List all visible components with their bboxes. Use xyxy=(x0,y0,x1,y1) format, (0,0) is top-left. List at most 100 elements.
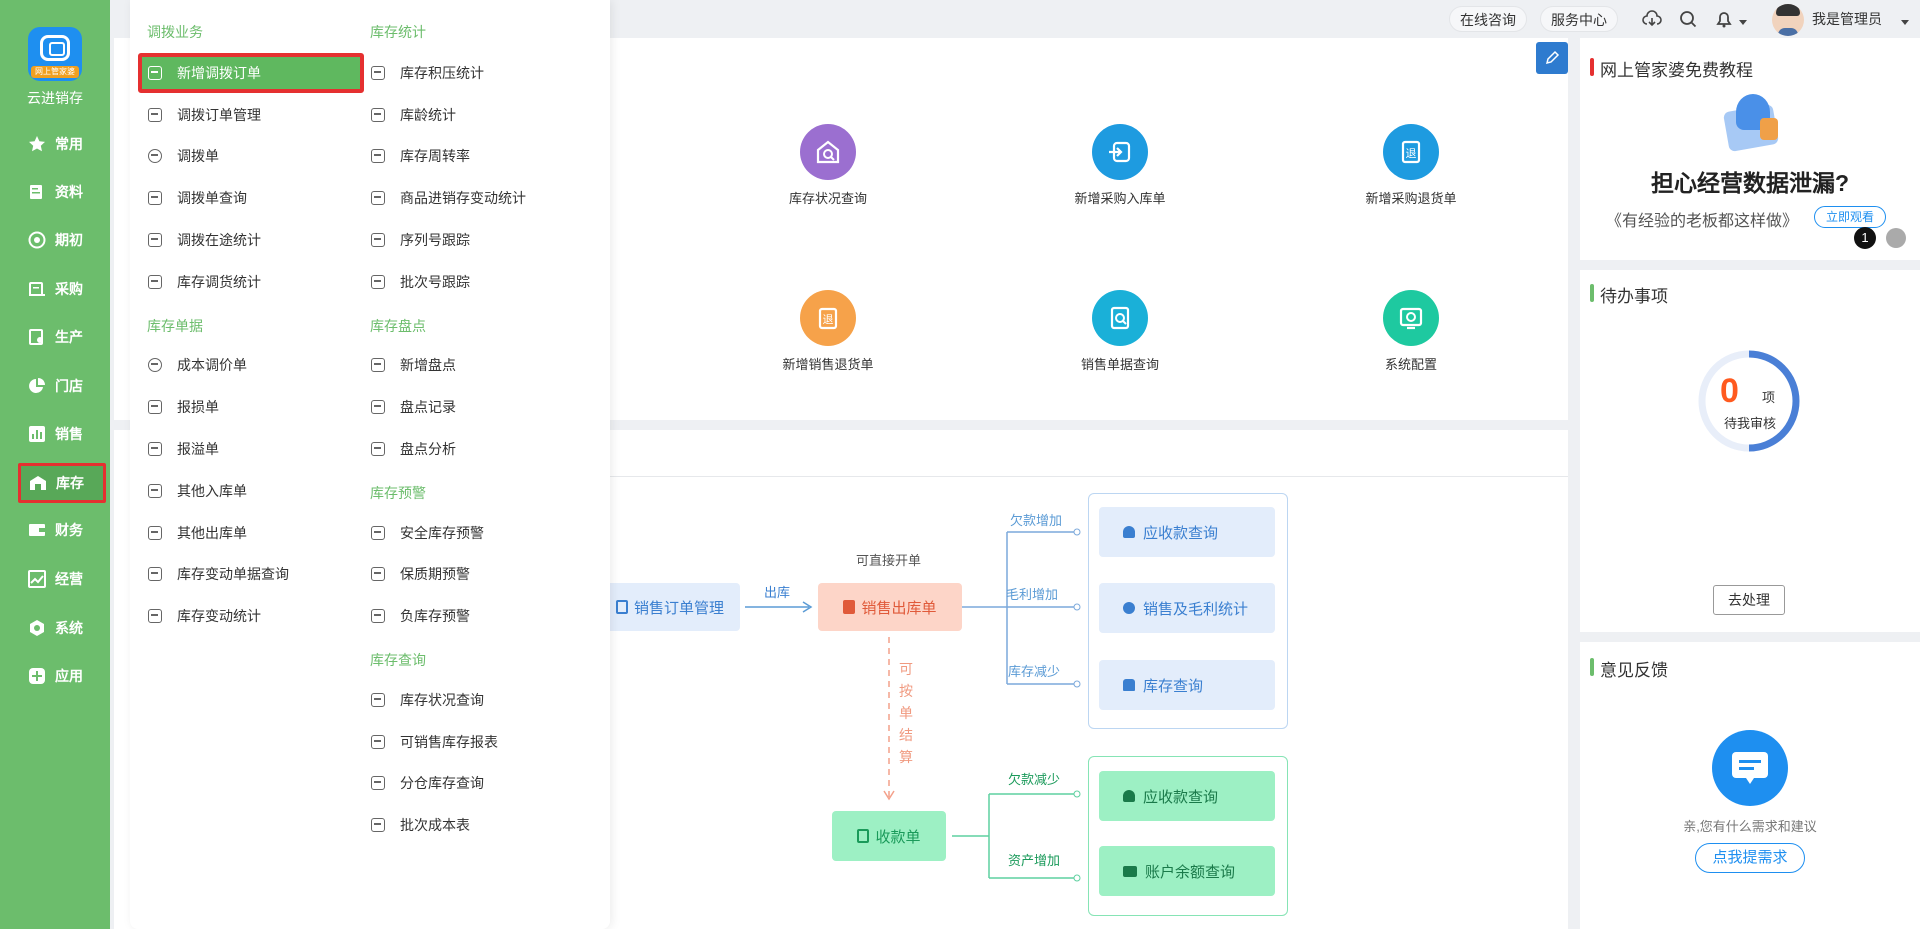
sidebar-item-opening[interactable]: 期初 xyxy=(20,222,106,258)
menu-item-new-transfer-order[interactable]: 新增调拨订单 xyxy=(138,53,364,93)
menu-item-label: 调拨在途统计 xyxy=(177,232,261,248)
sales-outbound-box[interactable]: 销售出库单 xyxy=(818,583,962,631)
menu-item-transfer-query[interactable]: 调拨单查询 xyxy=(148,184,247,212)
flow-box-label: 库存查询 xyxy=(1143,677,1204,695)
house-search-icon xyxy=(800,124,856,180)
svg-text:退: 退 xyxy=(1406,147,1417,160)
service-center-button[interactable]: 服务中心 xyxy=(1540,6,1618,32)
coins-icon xyxy=(1123,602,1135,614)
sales-order-mgmt-box[interactable]: 销售订单管理 xyxy=(600,583,740,631)
quick-action-new-purchase-return[interactable]: 退 新增采购退货单 xyxy=(1336,124,1486,207)
menu-item-stocktake-records[interactable]: 盘点记录 xyxy=(371,393,456,421)
receipt-box[interactable]: 收款单 xyxy=(832,811,946,861)
online-consult-button[interactable]: 在线咨询 xyxy=(1449,6,1527,32)
menu-item-other-inbound[interactable]: 其他入库单 xyxy=(148,477,247,505)
batch-icon xyxy=(371,275,385,289)
menu-item-new-stocktake[interactable]: 新增盘点 xyxy=(371,351,456,379)
search-icon[interactable] xyxy=(1678,9,1698,29)
menu-section-stocktake: 库存盘点 xyxy=(370,318,426,334)
menu-item-turnover-rate[interactable]: 库存周转率 xyxy=(371,142,470,170)
edit-layout-button[interactable] xyxy=(1536,42,1568,74)
sidebar-item-operation[interactable]: 经营 xyxy=(20,561,106,597)
quick-action-new-purchase-in[interactable]: 新增采购入库单 xyxy=(1045,124,1195,207)
sidebar-item-label: 财务 xyxy=(55,522,83,538)
receivable-query-button-2[interactable]: 应收款查询 xyxy=(1099,771,1275,821)
quick-action-system-config[interactable]: 系统配置 xyxy=(1336,290,1486,373)
app-logo[interactable]: 网上管家婆 xyxy=(28,27,82,81)
sidebar-item-label: 销售 xyxy=(55,426,83,442)
quick-action-stock-status[interactable]: 库存状况查询 xyxy=(753,124,903,207)
age-icon xyxy=(371,108,385,122)
menu-item-transfer-doc[interactable]: 调拨单 xyxy=(148,142,219,170)
menu-section-stock-docs: 库存单据 xyxy=(147,318,203,334)
receivable-query-button[interactable]: 应收款查询 xyxy=(1099,507,1275,557)
menu-item-label: 调拨单 xyxy=(177,148,219,164)
menu-item-warehouse-stock-query[interactable]: 分仓库存查询 xyxy=(371,769,484,797)
chevron-down-icon[interactable] xyxy=(1738,14,1758,34)
menu-item-shelf-life-alert[interactable]: 保质期预警 xyxy=(371,560,470,588)
menu-item-batch-cost-table[interactable]: 批次成本表 xyxy=(371,811,470,839)
menu-item-stock-status-query[interactable]: 库存状况查询 xyxy=(371,686,484,714)
sidebar-item-data[interactable]: 资料 xyxy=(20,174,106,210)
sales-gross-stats-button[interactable]: 销售及毛利统计 xyxy=(1099,583,1275,633)
menu-item-goods-flow-stats[interactable]: 商品进销存变动统计 xyxy=(371,184,526,212)
flow-label-gross-increase: 毛利增加 xyxy=(1006,587,1059,602)
menu-item-transfer-in-transit[interactable]: 调拨在途统计 xyxy=(148,226,261,254)
stock-query-button[interactable]: 库存查询 xyxy=(1099,660,1275,710)
menu-item-label: 批次号跟踪 xyxy=(400,274,470,290)
panel-divider xyxy=(600,476,1568,477)
pie-chart-icon xyxy=(28,377,46,395)
sidebar-item-inventory[interactable]: 库存 xyxy=(18,463,106,503)
sidebar-item-purchase[interactable]: 采购 xyxy=(20,271,106,307)
sidebar-item-common[interactable]: 常用 xyxy=(20,126,106,162)
purchase-icon xyxy=(28,280,46,298)
quick-action-sales-doc-query[interactable]: 销售单据查询 xyxy=(1045,290,1195,373)
submit-request-button[interactable]: 点我提需求 xyxy=(1695,843,1805,873)
carousel-dot[interactable] xyxy=(1886,228,1906,248)
menu-item-stock-transfer-stats[interactable]: 库存调货统计 xyxy=(148,268,261,296)
sidebar-item-finance[interactable]: 财务 xyxy=(20,512,106,548)
menu-item-label: 成本调价单 xyxy=(177,357,247,373)
avatar[interactable] xyxy=(1772,4,1804,36)
carousel-dot-active[interactable]: 1 xyxy=(1854,227,1876,249)
menu-item-label: 新增调拨订单 xyxy=(177,65,261,81)
sidebar-item-store[interactable]: 门店 xyxy=(20,368,106,404)
barcode-icon xyxy=(371,233,385,247)
monitor-settings-icon xyxy=(1383,290,1439,346)
transfer-icon xyxy=(148,149,162,163)
cloud-download-icon[interactable] xyxy=(1642,9,1662,29)
menu-item-cost-adjust[interactable]: 成本调价单 xyxy=(148,351,247,379)
menu-item-batch-tracking[interactable]: 批次号跟踪 xyxy=(371,268,470,296)
process-button[interactable]: 去处理 xyxy=(1713,585,1785,615)
menu-item-serial-tracking[interactable]: 序列号跟踪 xyxy=(371,226,470,254)
inbound-doc-icon xyxy=(148,484,162,498)
bell-icon[interactable] xyxy=(1714,9,1734,29)
doc-search-icon xyxy=(148,191,162,205)
sidebar-item-sales[interactable]: 销售 xyxy=(20,416,106,452)
flow-label-direct-invoice: 可直接开单 xyxy=(856,553,922,568)
menu-item-overflow-report[interactable]: 报溢单 xyxy=(148,435,219,463)
menu-item-stock-backlog[interactable]: 库存积压统计 xyxy=(371,59,484,87)
menu-item-other-outbound[interactable]: 其他出库单 xyxy=(148,519,247,547)
menu-item-stocktake-analysis[interactable]: 盘点分析 xyxy=(371,435,456,463)
account-balance-button[interactable]: 账户余额查询 xyxy=(1099,846,1275,896)
menu-item-stock-change-query[interactable]: 库存变动单据查询 xyxy=(148,560,289,588)
house-stats-icon xyxy=(148,609,162,623)
sidebar-item-label: 经营 xyxy=(55,571,83,587)
menu-item-loss-report[interactable]: 报损单 xyxy=(148,393,219,421)
menu-item-safety-stock-alert[interactable]: 安全库存预警 xyxy=(371,519,484,547)
watch-now-button[interactable]: 立即观看 xyxy=(1814,206,1886,228)
username[interactable]: 我是管理员 xyxy=(1812,11,1882,27)
sidebar-item-label: 生产 xyxy=(55,329,83,345)
menu-item-negative-stock-alert[interactable]: 负库存预警 xyxy=(371,602,470,630)
sidebar-item-production[interactable]: 生产 xyxy=(20,319,106,355)
quick-action-new-sales-return[interactable]: 退 新增销售退货单 xyxy=(753,290,903,373)
menu-item-label: 库存周转率 xyxy=(400,148,470,164)
sidebar-item-system[interactable]: 系统 xyxy=(20,610,106,646)
menu-item-stock-change-stats[interactable]: 库存变动统计 xyxy=(148,602,261,630)
menu-item-sellable-stock-report[interactable]: 可销售库存报表 xyxy=(371,728,498,756)
menu-item-stock-age[interactable]: 库龄统计 xyxy=(371,101,456,129)
menu-item-transfer-order-mgmt[interactable]: 调拨订单管理 xyxy=(148,101,261,129)
sidebar-item-apps[interactable]: 应用 xyxy=(20,658,106,694)
user-chevron-down-icon[interactable] xyxy=(1900,14,1920,34)
